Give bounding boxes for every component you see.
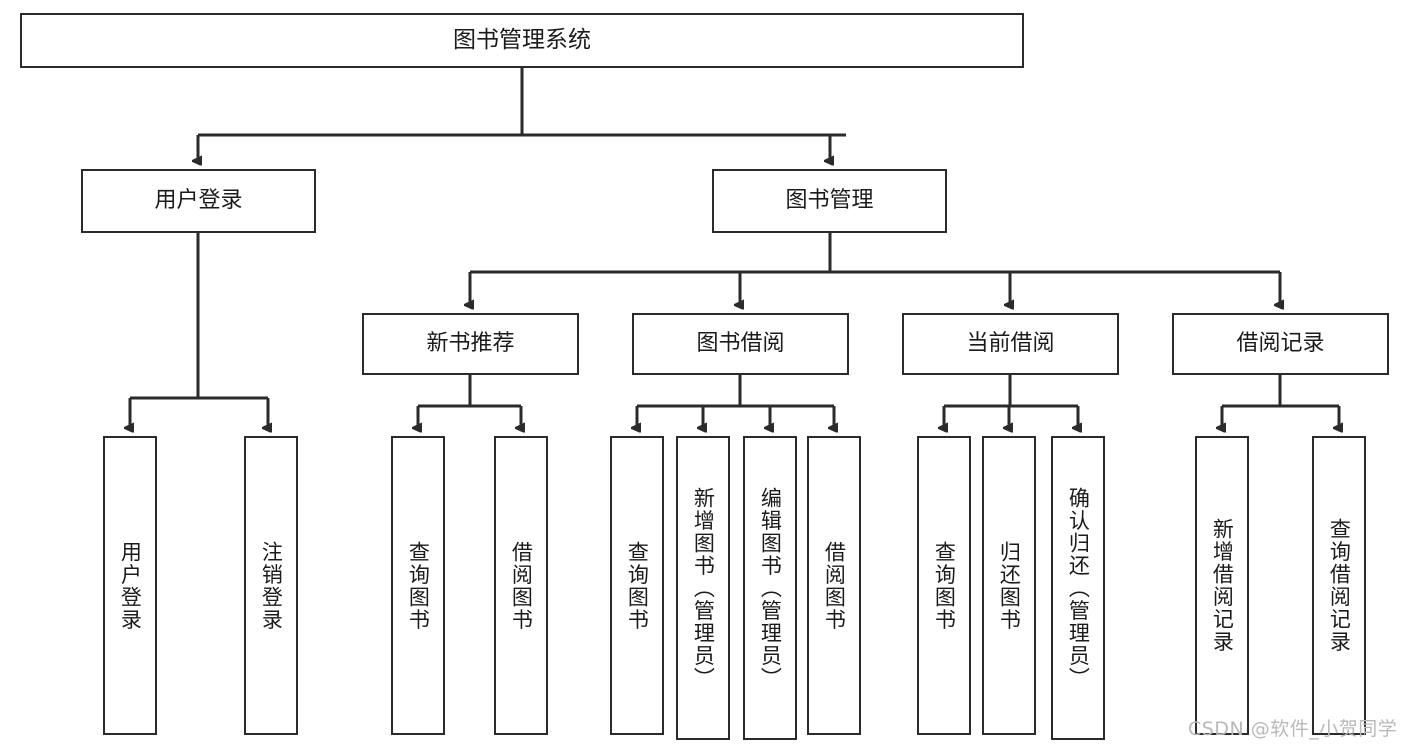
node-new-book-recommend-label: 新书推荐: [426, 331, 515, 357]
node-leaf-return-book[interactable]: 归还图书: [982, 436, 1036, 735]
node-leaf-user-login[interactable]: 用户登录: [103, 436, 157, 735]
node-leaf-add-record-label: 新增借阅记录: [1210, 518, 1235, 653]
node-root-label: 图书管理系统: [453, 26, 591, 53]
node-book-manage-label: 图书管理: [785, 188, 874, 214]
node-leaf-query-record[interactable]: 查询借阅记录: [1312, 436, 1366, 735]
node-leaf-confirm-return[interactable]: 确认归还（管理员）: [1051, 436, 1105, 740]
node-user-login[interactable]: 用户登录: [81, 169, 316, 233]
node-borrow-record-label: 借阅记录: [1236, 331, 1325, 357]
node-leaf-borrow-book-1[interactable]: 借阅图书: [494, 436, 548, 735]
node-root[interactable]: 图书管理系统: [20, 13, 1024, 68]
node-current-borrow-label: 当前借阅: [966, 331, 1055, 357]
node-leaf-query-record-label: 查询借阅记录: [1327, 518, 1352, 653]
node-leaf-confirm-return-label: 确认归还（管理员）: [1066, 486, 1091, 690]
node-leaf-query-book-2[interactable]: 查询图书: [610, 436, 664, 735]
node-leaf-borrow-book-2-label: 借阅图书: [822, 540, 847, 631]
node-leaf-user-login-label: 用户登录: [118, 540, 143, 631]
node-leaf-borrow-book-1-label: 借阅图书: [509, 540, 534, 631]
node-book-manage[interactable]: 图书管理: [712, 169, 947, 233]
node-leaf-return-book-label: 归还图书: [997, 540, 1022, 631]
node-leaf-query-book-3-label: 查询图书: [932, 540, 957, 631]
node-leaf-add-book-label: 新增图书（管理员）: [691, 486, 716, 690]
node-leaf-logout[interactable]: 注销登录: [244, 436, 298, 735]
node-user-login-label: 用户登录: [154, 188, 243, 214]
node-borrow-record[interactable]: 借阅记录: [1172, 313, 1389, 375]
node-book-borrow-label: 图书借阅: [696, 331, 785, 357]
node-book-borrow[interactable]: 图书借阅: [632, 313, 849, 375]
node-current-borrow[interactable]: 当前借阅: [902, 313, 1119, 375]
node-leaf-query-book-1[interactable]: 查询图书: [391, 436, 445, 735]
node-leaf-query-book-3[interactable]: 查询图书: [917, 436, 971, 735]
node-leaf-borrow-book-2[interactable]: 借阅图书: [807, 436, 861, 735]
node-new-book-recommend[interactable]: 新书推荐: [362, 313, 579, 375]
node-leaf-edit-book[interactable]: 编辑图书（管理员）: [743, 436, 797, 740]
node-leaf-query-book-1-label: 查询图书: [406, 540, 431, 631]
node-leaf-add-book[interactable]: 新增图书（管理员）: [676, 436, 730, 740]
node-leaf-edit-book-label: 编辑图书（管理员）: [758, 486, 783, 690]
node-leaf-logout-label: 注销登录: [259, 540, 284, 631]
watermark: CSDN @软件_小贺同学: [1188, 718, 1398, 740]
node-leaf-query-book-2-label: 查询图书: [625, 540, 650, 631]
node-leaf-add-record[interactable]: 新增借阅记录: [1195, 436, 1249, 735]
